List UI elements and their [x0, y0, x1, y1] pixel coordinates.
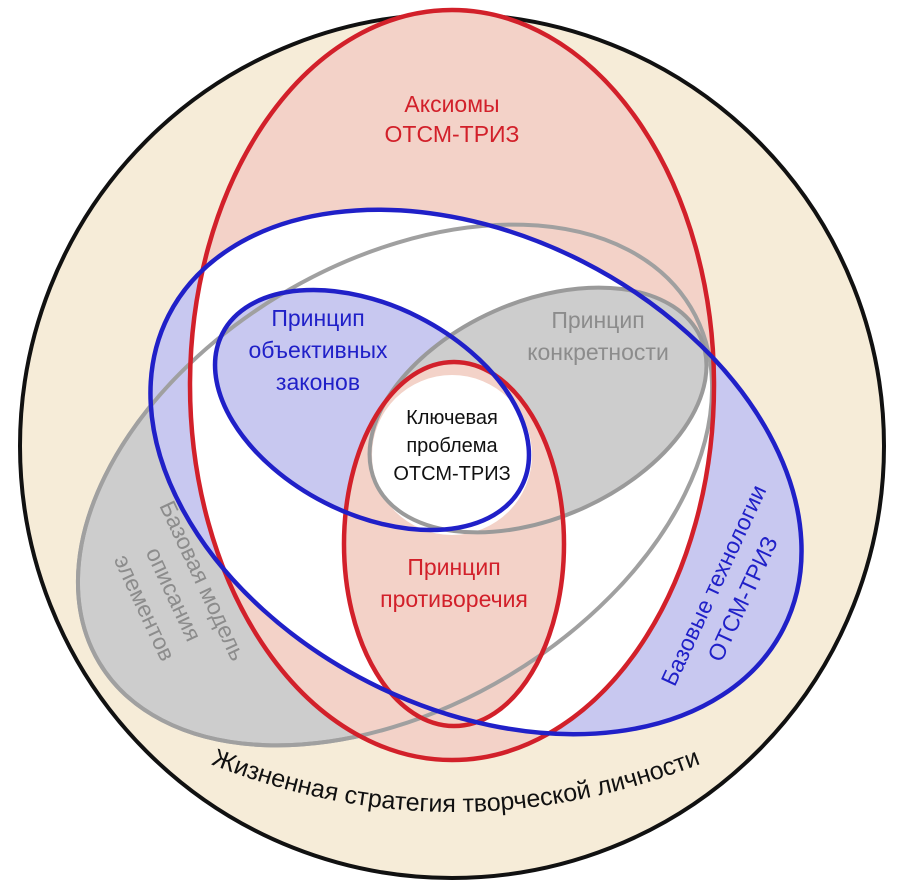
label-contradiction: Принцип противоречия [380, 554, 528, 612]
ellipse-axioms-outline [187, 7, 717, 763]
svg-text:Аксиомы: Аксиомы [404, 91, 499, 117]
label-axioms: Аксиомы ОТСМ-ТРИЗ [385, 91, 520, 147]
svg-text:проблема: проблема [406, 435, 498, 457]
label-key-problem: Ключевая проблема ОТСМ-ТРИЗ [393, 407, 510, 485]
svg-text:объективных: объективных [248, 337, 388, 363]
svg-text:Принцип: Принцип [271, 305, 364, 331]
region-key-problem [372, 375, 532, 535]
svg-text:ОТСМ-ТРИЗ: ОТСМ-ТРИЗ [393, 463, 510, 485]
svg-text:Принцип: Принцип [407, 554, 500, 580]
svg-text:противоречия: противоречия [380, 586, 528, 612]
label-objective-laws: Принцип объективных законов [248, 305, 388, 395]
label-concreteness: Принцип конкретности [527, 307, 669, 365]
ellipse-contradiction-outline [341, 359, 567, 729]
svg-text:Ключевая: Ключевая [406, 407, 498, 429]
ellipse-concreteness-outline [367, 285, 709, 535]
svg-text:ОТСМ-ТРИЗ: ОТСМ-ТРИЗ [385, 121, 520, 147]
ellipse-objective-laws-outline [212, 287, 532, 533]
ellipse-base-technologies-outline [148, 207, 804, 737]
svg-text:Принцип: Принцип [551, 307, 644, 333]
svg-text:конкретности: конкретности [527, 339, 669, 365]
svg-text:законов: законов [276, 369, 360, 395]
